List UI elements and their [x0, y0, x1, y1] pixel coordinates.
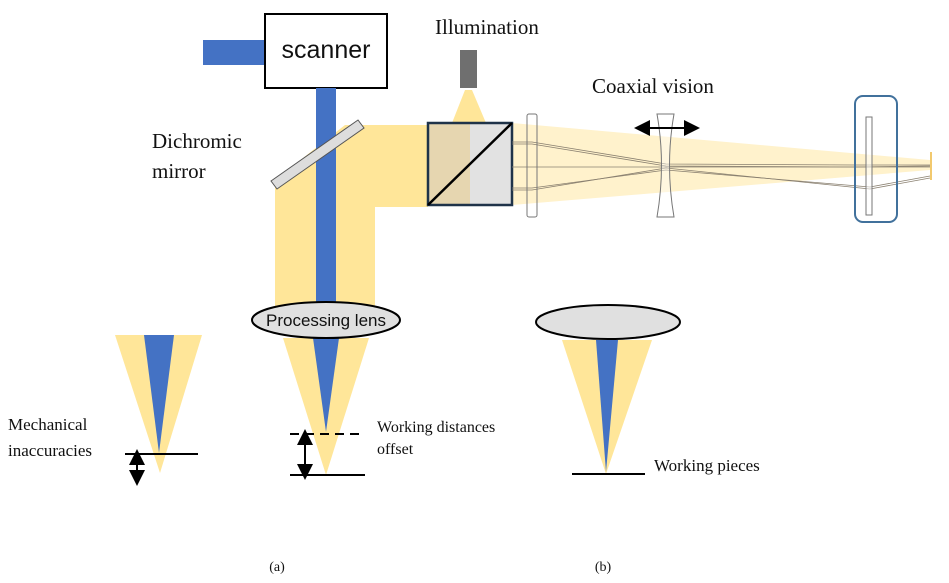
processing-cone-blue [313, 338, 339, 432]
beam-splitter-cube-left [428, 123, 470, 205]
panel-b-label: (b) [595, 560, 612, 575]
vision-rays [512, 141, 931, 191]
camera-lens [865, 116, 873, 216]
scanner-input-beam [203, 40, 265, 65]
illumination-source [460, 50, 477, 88]
illumination-label: Illumination [435, 15, 539, 39]
laser-beam [316, 88, 336, 310]
processing-lens [251, 301, 401, 339]
mechanical-cone-blue [144, 335, 174, 453]
vision-lens-2-concave [656, 113, 675, 218]
beam-splitter-diagonal [427, 122, 513, 206]
scanner-label: scanner [282, 36, 371, 64]
mechanical-inaccuracies-label: Mechanical inaccuracies [8, 415, 92, 460]
dichromic-mirror [270, 119, 365, 190]
working-pieces-label: Working pieces [654, 456, 760, 475]
processing-lens-label: Processing lens [266, 311, 386, 330]
panel-a-label: (a) [269, 560, 285, 575]
beam-splitter-cube [426, 121, 514, 207]
b-cone-blue [596, 340, 618, 472]
b-lens [535, 304, 681, 340]
illumination-light-cone [452, 90, 486, 123]
vision-lens-1 [526, 113, 538, 218]
dichromic-mirror-label: Dichromic mirror [152, 129, 247, 183]
coaxial-vision-label: Coaxial vision [592, 74, 714, 98]
beam-splitter-cube-right [470, 123, 512, 205]
camera-frame [854, 95, 898, 223]
illumination-beam-path [275, 125, 428, 310]
working-distances-label: Working distances offset [377, 419, 499, 458]
